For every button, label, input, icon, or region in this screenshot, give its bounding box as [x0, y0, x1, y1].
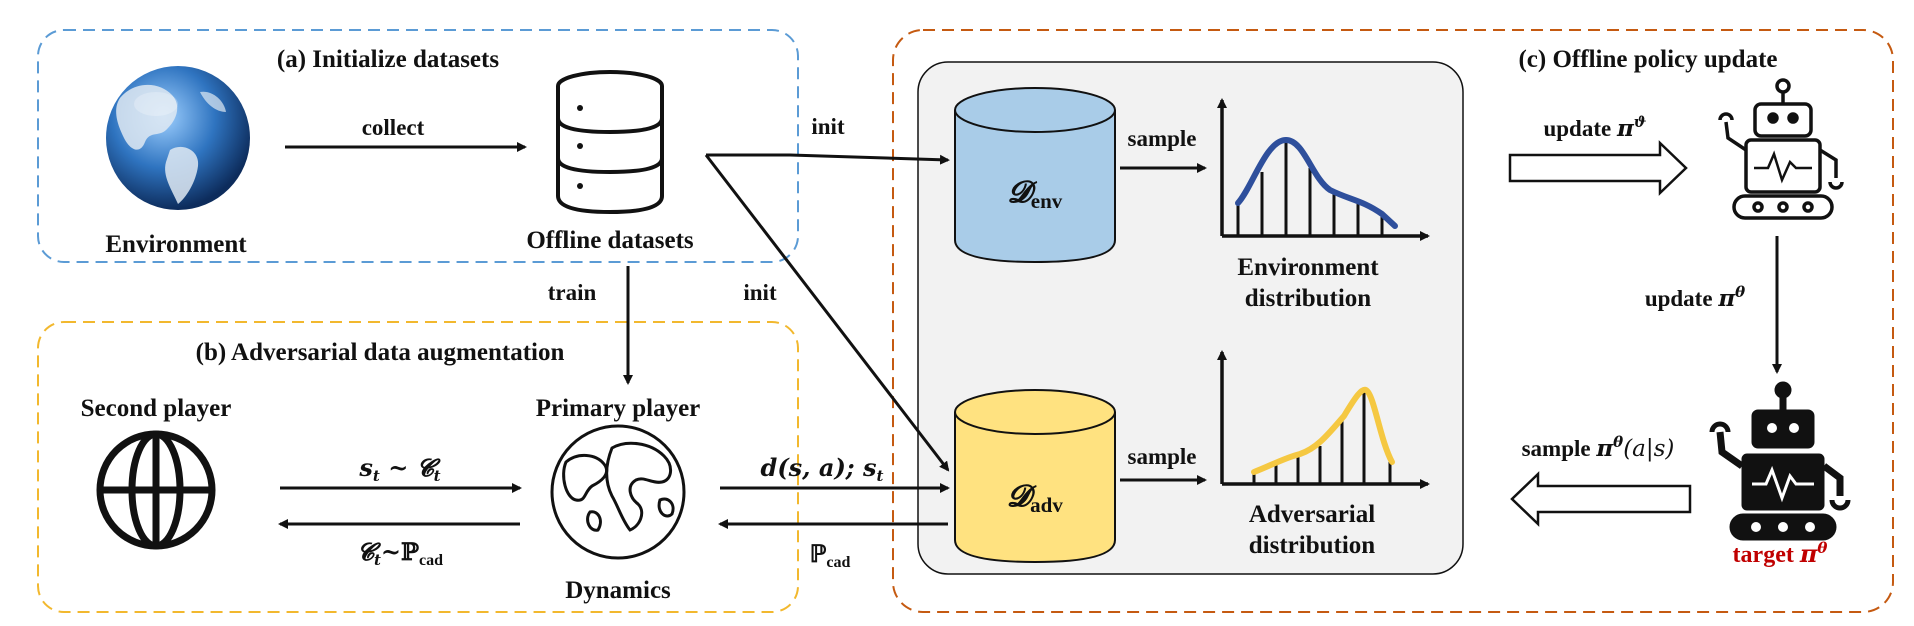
init-arrow-env	[706, 153, 950, 165]
env-distribution-chart	[1217, 98, 1430, 241]
second-player-label: Second player	[81, 395, 232, 422]
init-label-top: init	[811, 114, 845, 139]
adv-distribution-label-1: Adversarial	[1249, 501, 1375, 528]
st-ct-label: 𝒔𝒕 ~ 𝓒𝒕	[358, 453, 441, 485]
collect-label: collect	[362, 115, 425, 140]
dynamics-label: Dynamics	[565, 577, 671, 604]
sample-label-bottom: sample	[1128, 444, 1197, 469]
environment-label: Environment	[105, 231, 247, 258]
panel-b-title: (b) Adversarial data augmentation	[196, 339, 565, 366]
adv-distribution-chart	[1217, 350, 1430, 489]
env-distribution-label-1: Environment	[1237, 254, 1379, 281]
cylinder-icon	[954, 87, 1116, 264]
globe-icon	[106, 66, 250, 210]
panel-c-frame	[892, 29, 1894, 613]
sample-theta-block-arrow	[1510, 471, 1692, 527]
target-pi-theta-label: target 𝝅𝜽	[1733, 539, 1828, 568]
database-icon	[556, 70, 664, 215]
panel-b-frame	[37, 321, 799, 613]
panel-a-frame	[37, 29, 799, 263]
sample-label-top: sample	[1128, 126, 1197, 151]
adv-distribution-label-2: distribution	[1249, 532, 1376, 559]
train-label: train	[548, 280, 597, 305]
ct-pcad-label: 𝓒𝒕~ℙcad	[357, 537, 443, 569]
panel-a-title: (a) Initialize datasets	[277, 46, 499, 73]
update-vartheta-block-arrow	[1508, 140, 1688, 196]
env-distribution-label-2: distribution	[1245, 285, 1372, 312]
init-label-bottom: init	[743, 280, 777, 305]
robot-outline-icon	[1718, 78, 1844, 220]
primary-player-label: Primary player	[536, 395, 701, 422]
init-arrow-adv	[704, 154, 950, 472]
earth-outline-icon	[550, 424, 686, 560]
wireframe-globe-icon	[96, 430, 216, 550]
sample-pi-theta-label: sample 𝝅𝜽(a|s)	[1522, 433, 1675, 462]
d-sa-st-label: 𝒅(𝒔, 𝒂); 𝒔𝒕	[761, 453, 884, 485]
panel-c-title: (c) Offline policy update	[1518, 46, 1777, 73]
offline-datasets-label: Offline datasets	[526, 227, 694, 254]
p-cad-label: ℙcad	[810, 542, 851, 571]
cylinder-icon-adv	[954, 389, 1116, 564]
update-pi-theta-label: update 𝝅𝜽	[1645, 283, 1745, 312]
update-pi-vartheta-label: update 𝝅ϑ	[1543, 113, 1646, 142]
robot-solid-icon	[1709, 381, 1851, 541]
